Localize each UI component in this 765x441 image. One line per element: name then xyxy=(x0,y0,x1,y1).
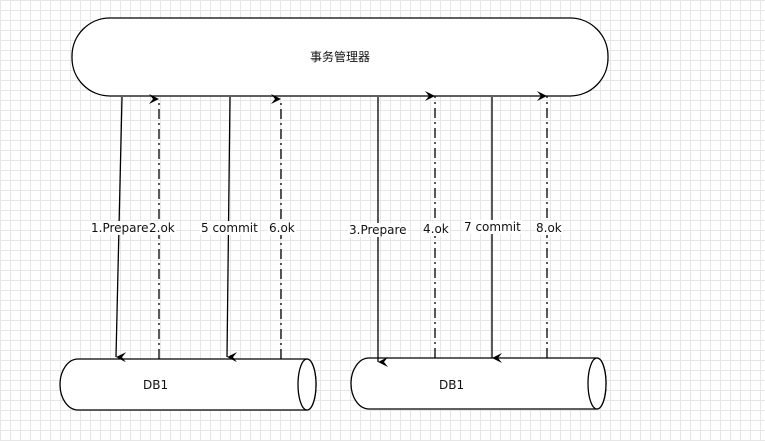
message-label-1-prepare: 1.Prepare xyxy=(90,221,150,235)
database-cylinder-2[interactable] xyxy=(350,357,607,410)
message-label-7-commit: 7 commit xyxy=(463,220,522,234)
message-label-8-ok: 8.ok xyxy=(535,221,563,235)
transaction-manager-label: 事务管理器 xyxy=(309,50,370,64)
database-label-2: DB1 xyxy=(439,378,465,392)
database-cylinder-1[interactable] xyxy=(59,358,317,411)
message-label-6-ok: 6.ok xyxy=(268,221,296,235)
message-label-4-ok: 4.ok xyxy=(422,222,450,236)
transaction-manager-box[interactable] xyxy=(71,17,609,97)
message-label-3-prepare: 3.Prepare xyxy=(348,223,408,237)
message-label-5-commit: 5 commit xyxy=(200,221,259,235)
database-label-1: DB1 xyxy=(143,378,169,392)
message-label-2-ok: 2.ok xyxy=(148,221,176,235)
